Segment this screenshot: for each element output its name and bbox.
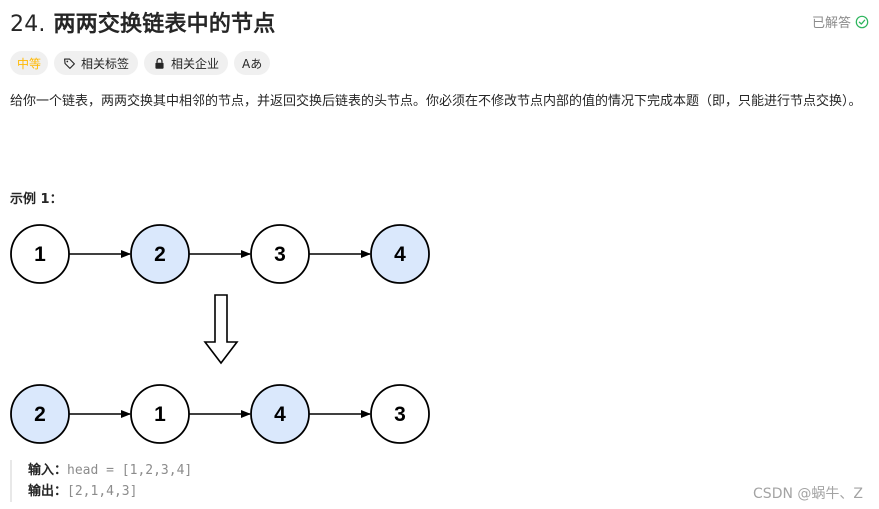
- after-node-circle: [10, 384, 70, 444]
- problem-header: 24. 两两交换链表中的节点 已解答: [10, 6, 869, 40]
- difficulty-label: 中等: [17, 56, 42, 71]
- swap-down-arrow-icon: [203, 294, 239, 365]
- tag-icon: [64, 57, 75, 69]
- output-value: [2,1,4,3]: [67, 484, 138, 499]
- problem-description: 给你一个链表，两两交换其中相邻的节点，并返回交换后链表的头节点。你必须在不修改节…: [10, 94, 862, 109]
- example-input: 输入：head = [1,2,3,4]: [28, 460, 192, 481]
- related-tags-label: 相关标签: [81, 56, 130, 71]
- before-node-circle: [250, 224, 310, 284]
- before-node-label: 3: [274, 243, 286, 266]
- input-value: head = [1,2,3,4]: [67, 463, 193, 478]
- before-node-circle: [130, 224, 190, 284]
- problem-title: 24. 两两交换链表中的节点: [10, 6, 275, 38]
- difficulty-badge: 中等: [10, 51, 49, 75]
- list-before: 1 2 3 4: [10, 224, 430, 284]
- after-node-label: 4: [274, 403, 286, 426]
- example-output: 输出：[2,1,4,3]: [28, 481, 192, 502]
- linked-list-diagram: 1 2 3 4 2 1 4 3: [10, 224, 430, 444]
- translate-button[interactable]: Aあ: [234, 51, 271, 75]
- before-node-label: 4: [394, 243, 406, 266]
- problem-title-text: 两两交换链表中的节点: [53, 12, 276, 37]
- solved-status-text: 已解答: [811, 16, 851, 31]
- problem-tags: 中等 相关标签 相关企业 Aあ: [10, 51, 271, 75]
- problem-number: 24.: [10, 12, 46, 37]
- related-tags-button[interactable]: 相关标签: [54, 51, 139, 75]
- after-node-circle: [370, 384, 430, 444]
- related-companies-label: 相关企业: [171, 56, 220, 71]
- output-label: 输出：: [28, 484, 68, 499]
- before-node-circle: [10, 224, 70, 284]
- solved-status: 已解答: [812, 12, 869, 31]
- after-node-circle: [130, 384, 190, 444]
- related-companies-button[interactable]: 相关企业: [144, 51, 229, 75]
- watermark: CSDN @蜗牛、Z: [753, 486, 863, 502]
- after-node-label: 2: [34, 403, 46, 426]
- input-label: 输入：: [28, 463, 68, 478]
- after-node-circle: [250, 384, 310, 444]
- after-node-label: 3: [394, 403, 406, 426]
- check-circle-icon: [855, 15, 869, 28]
- example-title: 示例 1：: [10, 192, 63, 207]
- before-node-circle: [370, 224, 430, 284]
- after-node-label: 1: [154, 403, 166, 426]
- example-io: 输入：head = [1,2,3,4] 输出：[2,1,4,3]: [10, 460, 192, 502]
- before-node-label: 1: [34, 243, 46, 266]
- list-after: 2 1 4 3: [10, 384, 430, 444]
- lock-icon: [155, 57, 164, 69]
- before-node-label: 2: [154, 243, 166, 266]
- translate-icon: Aあ: [242, 56, 263, 71]
